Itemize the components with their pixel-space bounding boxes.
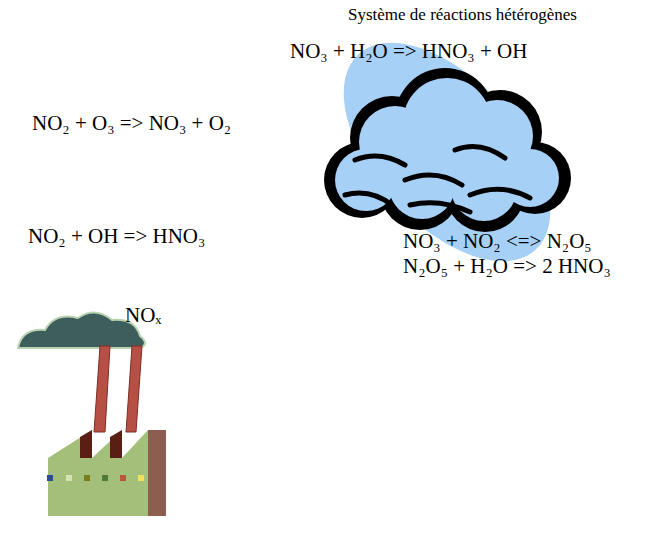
reaction-equation: NO₂ + OH => HNO₃ <box>28 225 205 248</box>
factory-building <box>48 430 148 516</box>
chimney <box>94 346 110 432</box>
factory-windows <box>47 475 144 481</box>
roof-shade <box>80 430 92 458</box>
reaction-equation: N₂O₅ + H₂O => 2 HNO₃ <box>403 255 611 278</box>
reaction-equation: NO₃ + NO₂ <=> N₂O₅ <box>403 230 592 253</box>
chimney <box>126 346 142 432</box>
reaction-equation: NO₃ + H₂O => HNO₃ + OH <box>290 40 527 63</box>
diagram-title: Système de réactions hétérogènes <box>348 6 577 25</box>
roof-shade <box>110 430 122 458</box>
cloud-outline <box>324 68 571 232</box>
reaction-equation: NO₂ + O₃ => NO₃ + O₂ <box>32 112 231 135</box>
cloud-fill <box>335 78 559 221</box>
pollutant-label: NOₓ <box>125 304 161 327</box>
factory-side <box>148 430 166 516</box>
cloud-strokes <box>345 146 530 212</box>
